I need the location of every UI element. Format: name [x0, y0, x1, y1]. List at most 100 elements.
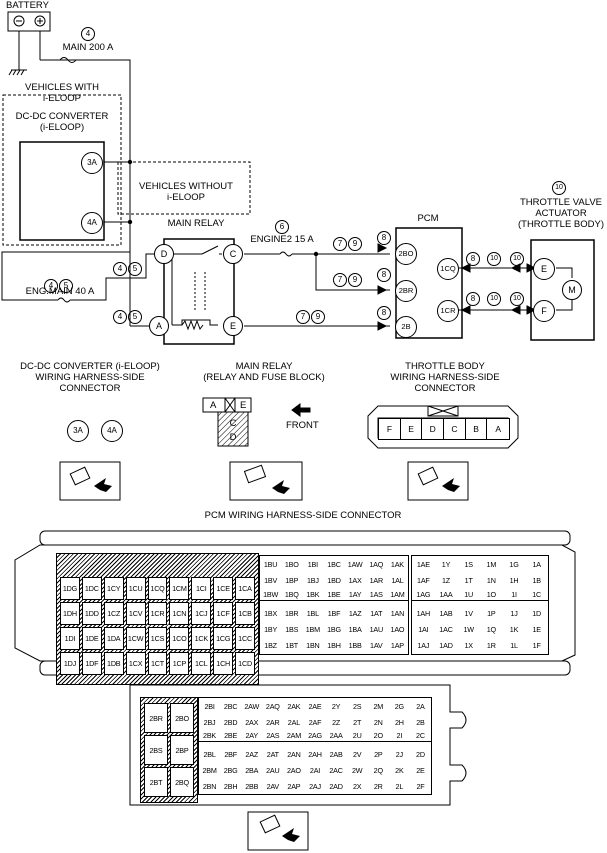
pin-cell: 2AL	[287, 717, 300, 727]
pin-cell: 1CR	[147, 602, 168, 625]
pin-cell: 1CT	[147, 652, 168, 675]
pin-cell: 1BI	[307, 559, 318, 569]
pin-cell: 2AP	[287, 781, 301, 791]
dcdc-connector-title-3: CONNECTOR	[59, 383, 121, 394]
relay-pin-e: E	[240, 400, 247, 411]
pin-cell: 2AZ	[245, 749, 259, 759]
pin-cell: 2I	[388, 730, 410, 742]
circle-num: 10	[487, 292, 501, 306]
pin-cell: 1R	[486, 641, 496, 651]
pin-cell: 2H	[394, 717, 404, 727]
pin-cell: 1AL	[391, 575, 404, 585]
circle-num: 8	[466, 292, 480, 306]
pin-cell: 1CF	[213, 602, 234, 625]
relay-pin-c: C	[229, 418, 237, 429]
pin-cell: 1DB	[103, 652, 124, 675]
pin-cell: 1AV	[370, 641, 383, 651]
pin-cell: 2AI	[309, 765, 321, 775]
pin-cell: 2AK	[287, 701, 301, 711]
pin-cell: 2D	[416, 749, 425, 759]
pin-cell: 1DC	[81, 577, 102, 600]
pin-cell: 2BC	[223, 701, 238, 711]
ieloop-label-2: i-ELOOP	[166, 192, 206, 203]
pin-cell: 2BH	[223, 781, 238, 791]
pin-cell: 1DE	[81, 627, 102, 650]
circle-num: 8	[377, 306, 391, 320]
pcm-box	[395, 227, 463, 339]
pin-cell: 1U	[457, 589, 480, 601]
pin-cell: 1I	[502, 589, 526, 601]
terminal-2br: 2BR	[395, 280, 417, 302]
pin-cell: 2AR	[266, 717, 280, 727]
pin-cell: 1DH	[60, 602, 80, 625]
pin-cell: 1CM	[169, 577, 190, 600]
circle-num: 10	[487, 252, 501, 266]
pin-cell: 1AC	[439, 624, 453, 634]
pin-cell: 2O	[367, 730, 389, 742]
main-fuse-label: MAIN 200 A	[62, 42, 114, 53]
pin-cell: 1CL	[191, 652, 212, 675]
eng-main-label: ENG.MAIN 40 A	[25, 286, 95, 297]
pin-cell: 2BS	[144, 735, 168, 765]
pin-cell: 1J	[510, 608, 518, 618]
pin-cell: 1D	[532, 608, 542, 618]
pin-cell: 1AW	[347, 559, 363, 569]
motor-symbol: M	[562, 280, 582, 300]
throttle-pin: D	[422, 419, 444, 439]
circle-num: 9	[348, 237, 362, 251]
pin-cell: 1BH	[327, 641, 341, 651]
pcm-label: PCM	[417, 213, 439, 224]
pin-cell: 1BT	[285, 641, 298, 651]
pin-cell: 1BL	[306, 608, 319, 618]
pin-cell: 2AG	[304, 730, 326, 742]
pin-cell: 2R	[373, 781, 383, 791]
dcdc-connector-title-1: DC-DC CONVERTER (i-ELOOP)	[20, 361, 160, 372]
pin-cell: 2AV	[266, 781, 280, 791]
pin-cell: 1O	[479, 589, 503, 601]
pin-cell: 1B	[532, 575, 541, 585]
pin-cell: 1M	[486, 559, 497, 569]
pin-cell: 2BQ	[170, 767, 194, 797]
pin-cell: 2AS	[262, 730, 284, 742]
pin-cell: 1AS	[365, 589, 387, 601]
pin-cell: 1CC	[235, 627, 255, 650]
throttle-connector-body	[367, 405, 519, 449]
pin-cell: 2E	[416, 765, 425, 775]
pin-cell: 2BP	[170, 735, 194, 765]
pin-cell: 2B	[416, 717, 425, 727]
pin-cell: 2N	[373, 717, 383, 727]
dcdc-pin-4a: 4A	[101, 420, 123, 442]
pin-cell: 2AE	[308, 701, 322, 711]
pin-cell: 2G	[394, 701, 404, 711]
pin-cell: 2AN	[287, 749, 301, 759]
pin-cell: 1AJ	[417, 641, 430, 651]
pin-cell: 1BY	[264, 624, 278, 634]
pin-cell: 1BG	[327, 624, 341, 634]
locator-dcdc	[59, 461, 121, 501]
throttle-connector-title-2: WIRING HARNESS-SIDE	[390, 372, 500, 383]
pin-cell: 2AQ	[265, 701, 280, 711]
pin-cell: 1Y	[441, 559, 451, 569]
pin-cell: 2AM	[283, 730, 305, 742]
pin-cell: 2BJ	[203, 717, 216, 727]
pin-cell: 1CB	[235, 602, 255, 625]
throttle-pin: F	[379, 419, 401, 439]
pin-cell: 1AF	[417, 575, 430, 585]
pin-cell: 2AJ	[309, 781, 321, 791]
throttle-pin: B	[466, 419, 488, 439]
pin-cell: 1K	[509, 624, 519, 634]
pin-cell: 1DJ	[60, 652, 80, 675]
pin-cell: 2AC	[329, 765, 343, 775]
pin-cell: 2BE	[220, 730, 242, 742]
vehicles-without-label: VEHICLES WITHOUT	[139, 181, 233, 192]
pin-cell: 2BB	[245, 781, 259, 791]
circle-num: 4	[113, 310, 127, 324]
pin-cell: 1CG	[213, 627, 234, 650]
circle-num: 5	[59, 279, 73, 293]
pin-cell: 1CA	[235, 577, 255, 600]
pin-cell: 2M	[373, 701, 384, 711]
